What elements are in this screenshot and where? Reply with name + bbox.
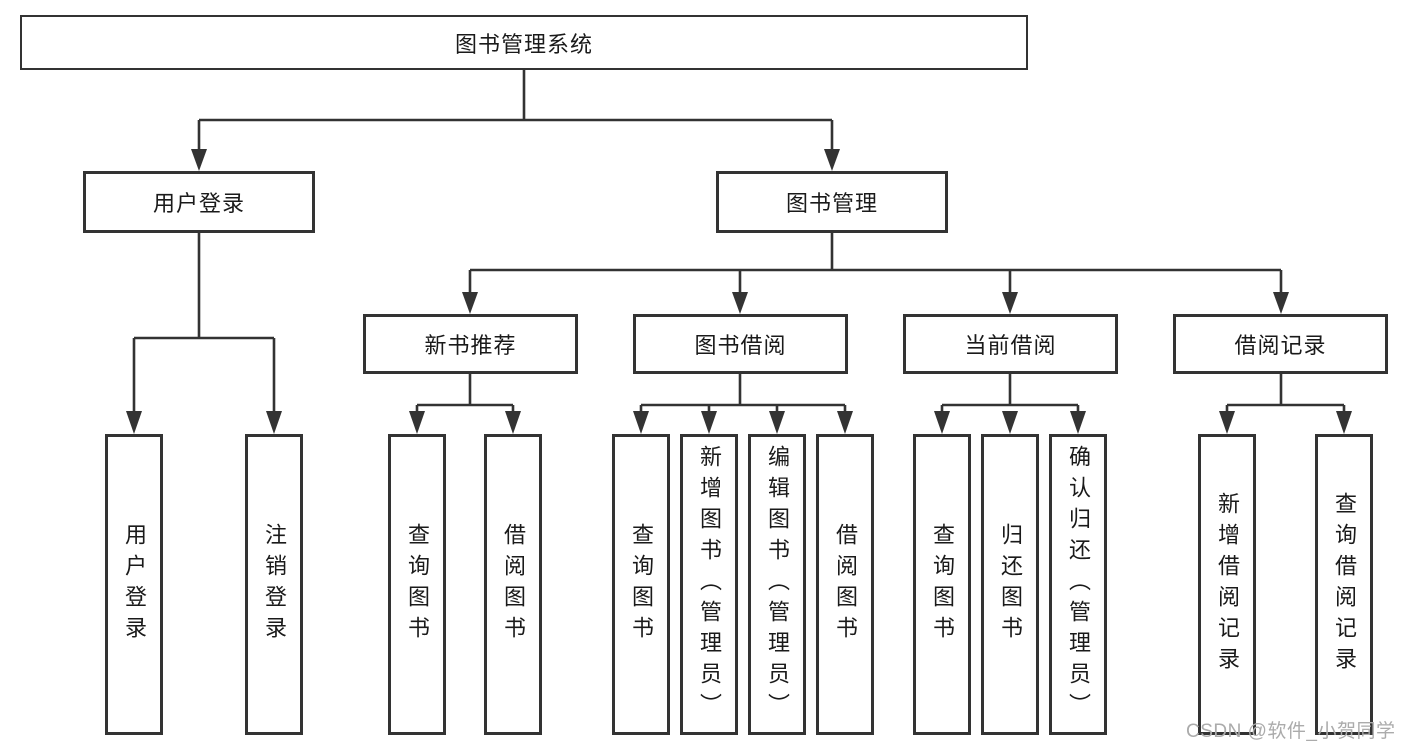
leaf-label: 注销登录 <box>262 522 287 647</box>
leaf-query-books-3: 查询图书 <box>913 434 971 735</box>
node-label: 图书管理系统 <box>454 31 593 57</box>
csdn-watermark: CSDN @软件_小贺同学 <box>1186 721 1396 742</box>
arrow-down-icon <box>409 411 425 434</box>
leaf-label: 用户登录 <box>122 522 147 647</box>
arrow-down-icon <box>1273 292 1289 314</box>
arrow-down-icon <box>1002 411 1018 434</box>
leaf-add-borrow-record: 新增借阅记录 <box>1198 434 1256 735</box>
leaf-return-books: 归还图书 <box>981 434 1039 735</box>
arrow-down-icon <box>1336 411 1352 434</box>
leaf-confirm-return-admin: 确认归还（管理员） <box>1049 434 1107 735</box>
leaf-add-book-admin: 新增图书（管理员） <box>680 434 738 735</box>
arrow-down-icon <box>934 411 950 434</box>
leaf-query-books-2: 查询图书 <box>612 434 670 735</box>
arrow-down-icon <box>126 411 142 434</box>
node-borrowing-records: 借阅记录 <box>1173 314 1388 374</box>
leaf-label: 确认归还（管理员） <box>1066 445 1091 724</box>
leaf-label: 查询借阅记录 <box>1332 491 1357 678</box>
arrow-down-icon <box>191 149 207 171</box>
arrow-down-icon <box>266 411 282 434</box>
arrow-down-icon <box>1070 411 1086 434</box>
leaf-borrow-books-2: 借阅图书 <box>816 434 874 735</box>
arrow-down-icon <box>824 149 840 171</box>
leaf-edit-book-admin: 编辑图书（管理员） <box>748 434 806 735</box>
arrow-down-icon <box>732 292 748 314</box>
node-label: 图书管理 <box>785 191 878 216</box>
leaf-label: 编辑图书（管理员） <box>765 445 790 724</box>
leaf-logout-login: 注销登录 <box>245 434 303 735</box>
node-book-management: 图书管理 <box>716 171 948 233</box>
node-label: 用户登录 <box>152 191 245 216</box>
node-new-book-recommendation: 新书推荐 <box>363 314 578 374</box>
leaf-borrow-books-1: 借阅图书 <box>484 434 542 735</box>
leaf-label: 查询图书 <box>629 522 654 647</box>
leaf-user-login: 用户登录 <box>105 434 163 735</box>
arrow-down-icon <box>701 411 717 434</box>
leaf-query-books-1: 查询图书 <box>388 434 446 735</box>
arrow-down-icon <box>462 292 478 314</box>
node-current-borrowing: 当前借阅 <box>903 314 1118 374</box>
node-book-borrowing: 图书借阅 <box>633 314 848 374</box>
node-library-management-system: 图书管理系统 <box>20 15 1028 70</box>
leaf-query-borrow-record: 查询借阅记录 <box>1315 434 1373 735</box>
node-label: 当前借阅 <box>964 333 1057 358</box>
node-label: 新书推荐 <box>424 333 517 358</box>
arrow-down-icon <box>1002 292 1018 314</box>
leaf-label: 归还图书 <box>998 522 1023 647</box>
arrow-down-icon <box>837 411 853 434</box>
arrow-down-icon <box>1219 411 1235 434</box>
leaf-label: 新增图书（管理员） <box>697 445 722 724</box>
node-label: 图书借阅 <box>694 333 787 358</box>
arrow-down-icon <box>505 411 521 434</box>
leaf-label: 新增借阅记录 <box>1215 491 1240 678</box>
leaf-label: 借阅图书 <box>501 522 526 647</box>
leaf-label: 借阅图书 <box>833 522 858 647</box>
leaf-label: 查询图书 <box>405 522 430 647</box>
node-user-login: 用户登录 <box>83 171 315 233</box>
leaf-label: 查询图书 <box>930 522 955 647</box>
arrow-down-icon <box>769 411 785 434</box>
node-label: 借阅记录 <box>1234 333 1327 358</box>
arrow-down-icon <box>633 411 649 434</box>
